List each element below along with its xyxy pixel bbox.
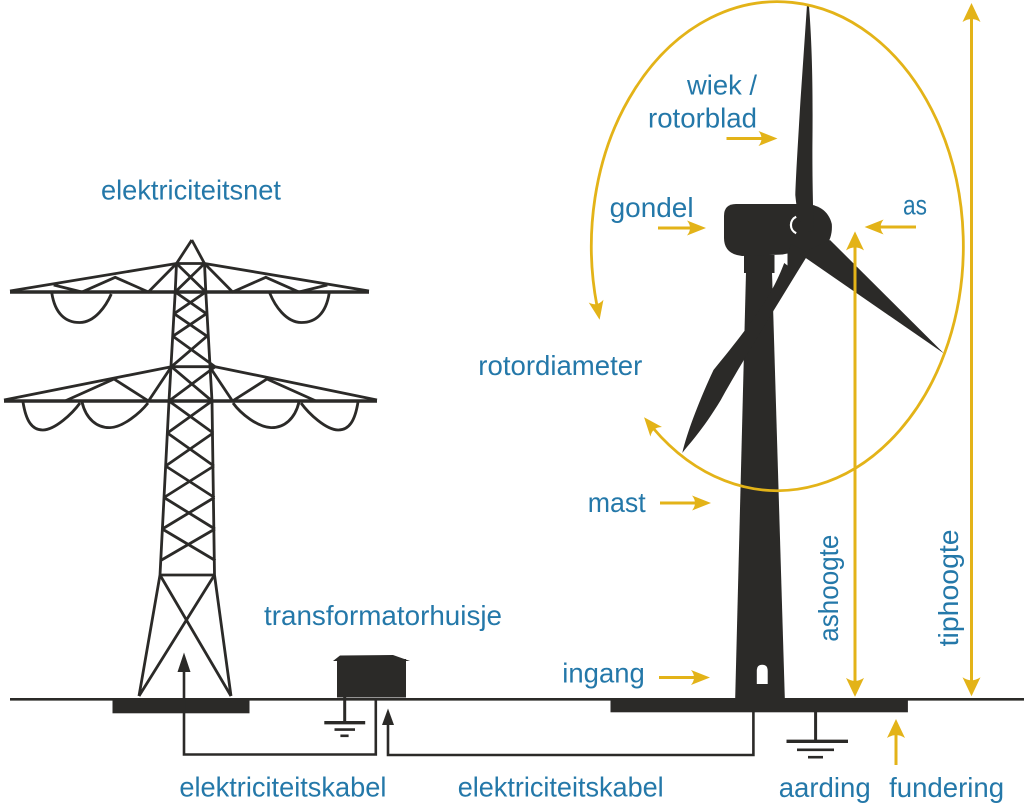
svg-text:elektriciteitskabel: elektriciteitskabel [458, 772, 664, 803]
svg-text:gondel: gondel [610, 192, 694, 223]
svg-text:ingang: ingang [562, 658, 645, 689]
svg-text:wiek /: wiek / [686, 69, 757, 100]
svg-text:rotordiameter: rotordiameter [478, 350, 642, 381]
svg-text:elektriciteitskabel: elektriciteitskabel [179, 772, 386, 803]
svg-text:as: as [903, 190, 927, 221]
svg-text:aarding: aarding [779, 772, 871, 803]
svg-text:fundering: fundering [889, 772, 1004, 803]
svg-text:transformatorhuisje: transformatorhuisje [264, 600, 502, 631]
svg-text:mast: mast [588, 487, 646, 518]
svg-text:elektriciteitsnet: elektriciteitsnet [101, 174, 281, 205]
svg-text:ashoogte: ashoogte [813, 535, 844, 642]
svg-text:tiphoogte: tiphoogte [933, 529, 964, 646]
svg-text:rotorblad: rotorblad [648, 103, 757, 134]
